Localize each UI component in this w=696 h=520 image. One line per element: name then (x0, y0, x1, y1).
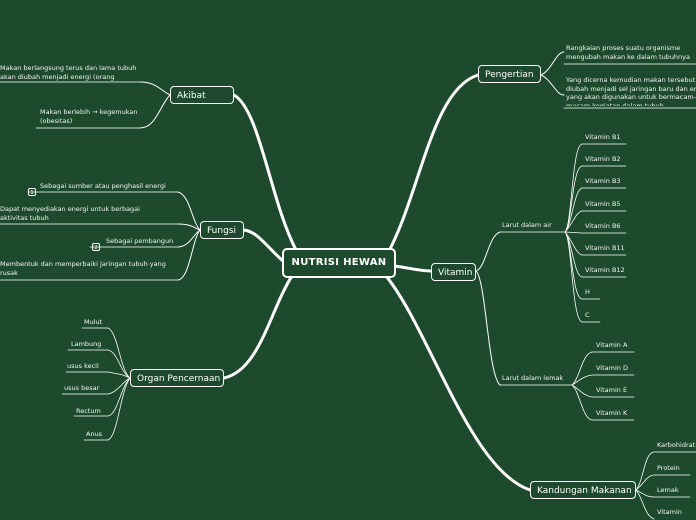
organ-item[interactable]: usus kecil (67, 362, 99, 370)
vitamin-air-item[interactable]: H (585, 288, 590, 296)
topic-kandungan-makanan[interactable]: Kandungan Makanan (530, 481, 636, 499)
organ-item[interactable]: Anus (86, 430, 103, 438)
pengertian-item[interactable]: Rangkaian proses suatu organisme menguba… (566, 44, 691, 61)
central-topic[interactable]: NUTRISI HEWAN (282, 248, 396, 278)
fungsi-item[interactable]: Sebagai sumber atau penghasil energi (40, 182, 166, 190)
vitamin-air-item[interactable]: Vitamin B11 (585, 244, 625, 252)
topic-organ-pencernaan[interactable]: Organ Pencernaan (130, 369, 224, 387)
branch-kandungan (384, 274, 532, 492)
kandungan-item[interactable]: Lemak (657, 486, 679, 494)
fungsi-item[interactable]: Membentuk dan memperbaiki jaringan tubuh… (0, 260, 166, 277)
vitamin-air-item[interactable]: Vitamin B5 (585, 200, 621, 208)
subtopic-larut-air[interactable]: Larut dalam air (502, 221, 552, 229)
topic-akibat[interactable]: Akibat (170, 86, 234, 104)
number-badge: 1 (28, 188, 36, 196)
subtopic-larut-lemak[interactable]: Larut dalam lemak (502, 374, 564, 382)
organ-item[interactable]: usus besar (64, 384, 100, 392)
pengertian-item[interactable]: Yang dicerna kemudian makan tersebut diu… (566, 76, 696, 106)
vitamin-lemak-item[interactable]: Vitamin A (596, 341, 628, 349)
branch-pengertian (382, 73, 480, 262)
kandungan-item[interactable]: Vitamin (657, 508, 682, 516)
kandungan-item[interactable]: Protein (657, 464, 680, 472)
organ-item[interactable]: Rectum (76, 407, 101, 415)
akibat-item[interactable]: Makan berlangsung terus dan lama tubuh a… (0, 64, 137, 81)
fungsi-item[interactable]: Sebagai pembangun (106, 237, 174, 245)
number-badge: 2 (92, 243, 100, 251)
branch-organ (222, 274, 294, 380)
organ-item[interactable]: Mulut (84, 318, 103, 326)
fungsi-item[interactable]: Dapat menyediakan energi untuk berbagai … (0, 205, 140, 222)
vitamin-air-item[interactable]: Vitamin B3 (585, 177, 621, 185)
vitamin-air-item[interactable]: Vitamin B2 (585, 155, 621, 163)
organ-item[interactable]: Lambung (71, 340, 102, 348)
branch-vitamin (392, 264, 433, 273)
vitamin-air-item[interactable]: C (585, 311, 590, 319)
branch-fungsi (242, 228, 286, 264)
branch-akibat (232, 93, 298, 252)
vitamin-air-item[interactable]: Vitamin B12 (585, 266, 625, 274)
topic-pengertian[interactable]: Pengertian (478, 65, 541, 83)
vitamin-lemak-item[interactable]: Vitamin E (596, 386, 628, 394)
kandungan-item[interactable]: Karbohidrat (657, 441, 696, 449)
vitamin-air-item[interactable]: Vitamin B1 (585, 133, 621, 141)
vitamin-lemak-item[interactable]: Vitamin K (596, 409, 628, 417)
vitamin-air-item[interactable]: Vitamin B6 (585, 222, 621, 230)
topic-vitamin[interactable]: Vitamin (431, 263, 476, 281)
vitamin-lemak-item[interactable]: Vitamin D (596, 364, 628, 372)
topic-fungsi[interactable]: Fungsi (200, 221, 244, 239)
akibat-item[interactable]: Makan berlebih → kegemukan (obesitas) (40, 108, 138, 125)
